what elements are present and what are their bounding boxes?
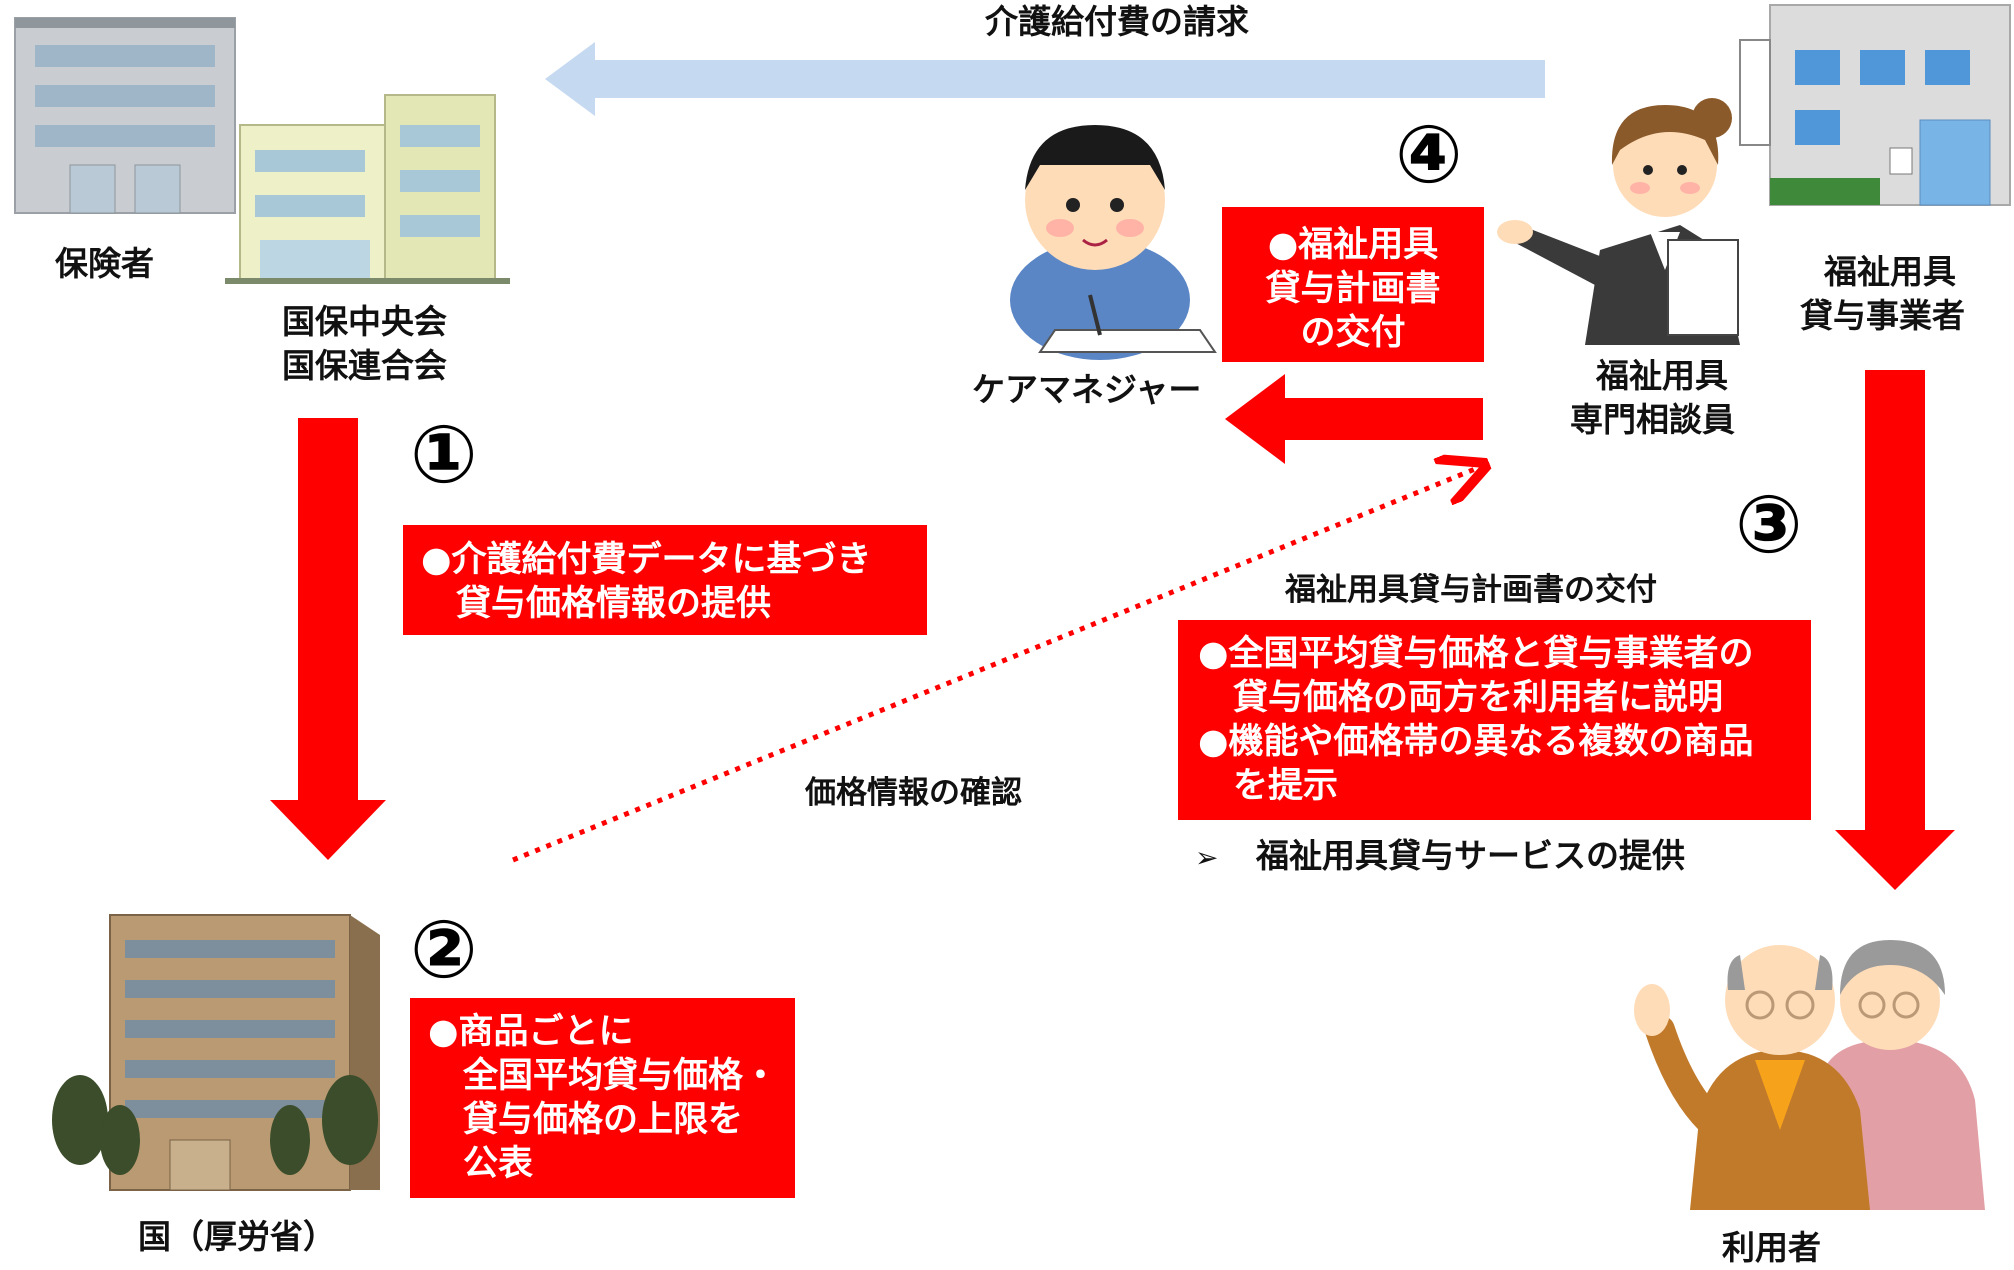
claim-arrow	[545, 42, 1545, 116]
step-3-bullet: 福祉用具貸与サービスの提供	[1256, 836, 1685, 875]
step-4-info-line: ●福祉用具	[1267, 225, 1439, 265]
elderly-couple-icon	[1634, 940, 1985, 1210]
step-3-info-box: ●全国平均貸与価格と貸与事業者の 貸与価格の両方を利用者に説明 ●機能や価格帯の…	[1178, 620, 1811, 820]
step-4-number: ④	[1395, 108, 1463, 201]
provider-label-line1: 福祉用具	[1824, 252, 1956, 291]
step-2-info-line: ●商品ごとに	[428, 1012, 634, 1052]
step-2-number: ②	[410, 903, 478, 996]
step-3-info-line: 貸与価格の両方を利用者に説明	[1198, 678, 1724, 718]
government-building-icon	[52, 914, 380, 1191]
arrow-3-down	[1835, 370, 1955, 890]
step-3-bullet-marker: ➢	[1195, 841, 1219, 874]
step-3-info-line: を提示	[1198, 766, 1339, 806]
step-1-info-box: ●介護給付費データに基づき 貸与価格情報の提供	[403, 525, 927, 635]
step-3-heading: 福祉用具貸与計画書の交付	[1285, 572, 1657, 608]
consultant-label-line2: 専門相談員	[1570, 400, 1735, 439]
insurer-label: 保険者	[55, 244, 154, 283]
consultant-icon	[1497, 98, 1740, 345]
step-3-number: ③	[1735, 478, 1803, 571]
provider-building-icon	[1739, 4, 2011, 206]
kokuho-label-line1: 国保中央会	[282, 302, 447, 341]
claim-arrow-label: 介護給付費の請求	[985, 2, 1249, 41]
step-2-info-line: 貸与価格の上限を	[428, 1100, 744, 1140]
step-1-info-line: ●介護給付費データに基づき	[421, 540, 872, 580]
step-1-info-line: 貸与価格情報の提供	[421, 584, 772, 624]
step-1-number: ①	[410, 408, 478, 501]
government-label: 国（厚労省）	[138, 1217, 336, 1256]
arrow-4-left	[1225, 374, 1483, 464]
arrow-1-down	[270, 418, 386, 860]
step-3-info-line: ●全国平均貸与価格と貸与事業者の	[1198, 634, 1754, 674]
step-4-info-line: 貸与計画書	[1265, 269, 1441, 309]
step-2-info-box: ●商品ごとに 全国平均貸与価格・ 貸与価格の上限を 公表	[410, 998, 795, 1198]
provider-label-line2: 貸与事業者	[1800, 296, 1965, 335]
kokuho-label-line2: 国保連合会	[282, 346, 447, 385]
user-label: 利用者	[1722, 1228, 1821, 1267]
care-manager-icon	[1010, 125, 1217, 360]
price-check-label: 価格情報の確認	[805, 775, 1022, 811]
step-3-info-line: ●機能や価格帯の異なる複数の商品	[1198, 722, 1754, 762]
kokuho-building-icon	[225, 94, 510, 284]
step-4-info-box: ●福祉用具 貸与計画書 の交付	[1222, 207, 1484, 362]
insurer-building-icon	[14, 17, 236, 214]
step-2-info-line: 全国平均貸与価格・	[428, 1056, 779, 1096]
consultant-label-line1: 福祉用具	[1596, 356, 1728, 395]
care-manager-label: ケアマネジャー	[972, 370, 1202, 409]
step-2-info-line: 公表	[428, 1144, 534, 1184]
step-4-info-line: の交付	[1300, 313, 1406, 353]
